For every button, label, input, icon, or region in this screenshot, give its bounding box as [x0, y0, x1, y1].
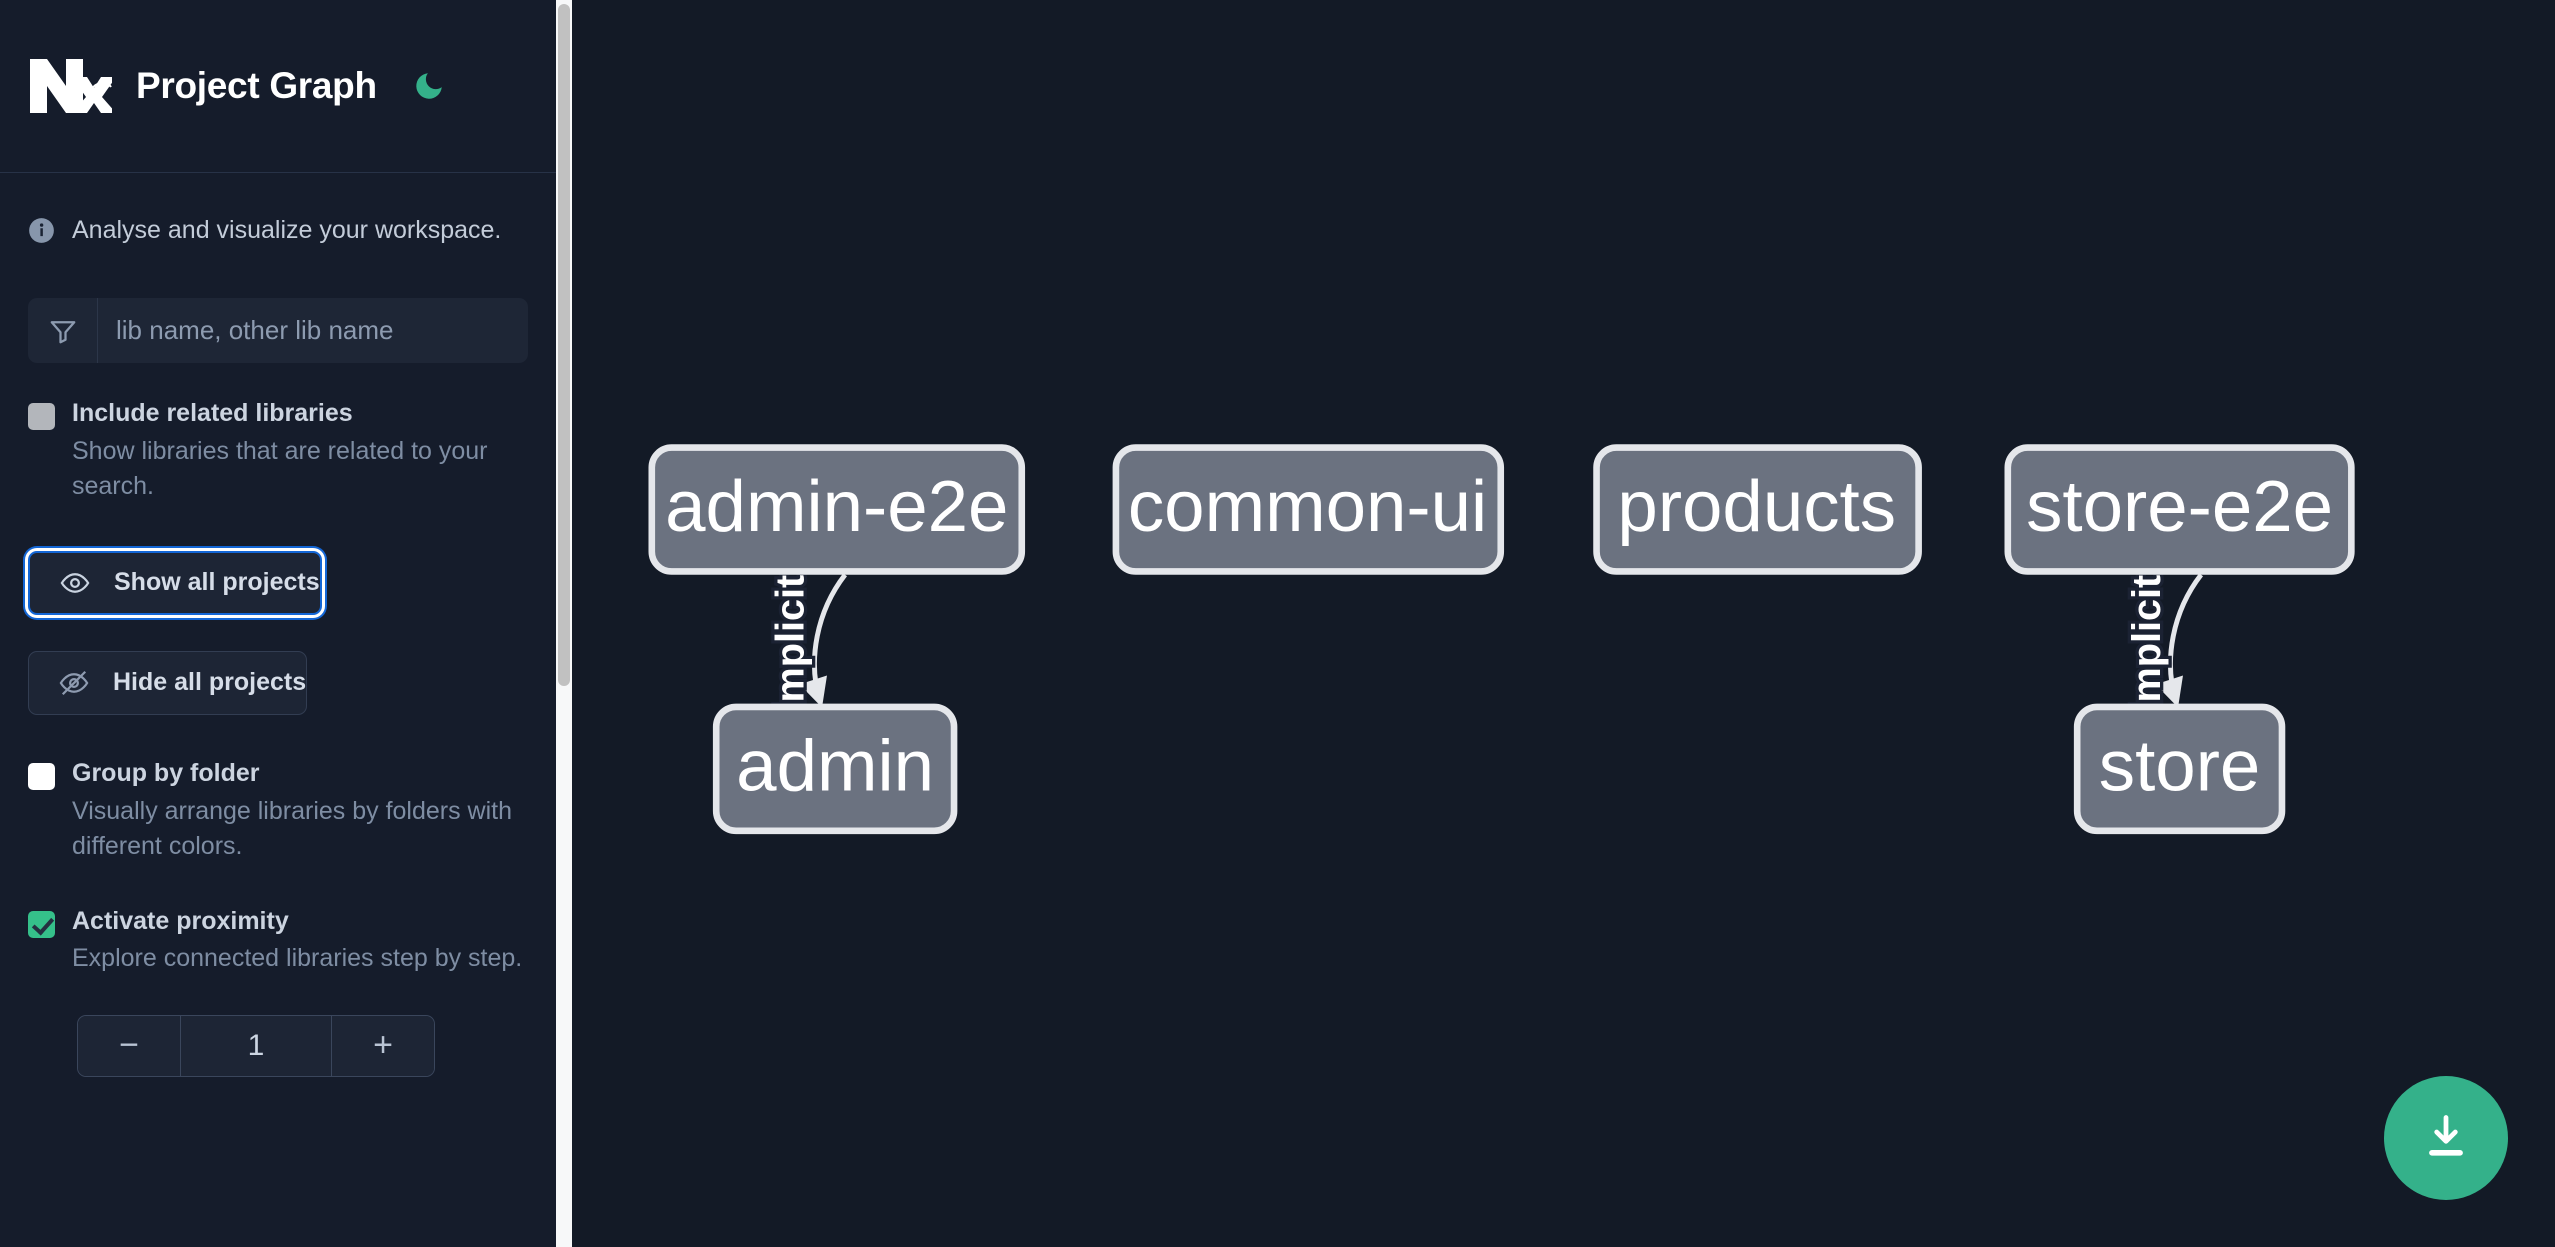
graph-node-common-ui[interactable]: common-ui [1112, 444, 1505, 575]
moon-icon[interactable] [409, 66, 449, 106]
proximity-value: 1 [247, 1028, 265, 1062]
filter-icon [28, 298, 98, 363]
sidebar-header: Project Graph [0, 0, 556, 173]
graph-node-store[interactable]: store [2073, 703, 2286, 835]
option-label: Activate proximity [72, 906, 289, 935]
download-graph-button[interactable] [2384, 1076, 2508, 1200]
search-box[interactable] [28, 298, 528, 363]
include-related-libraries-checkbox[interactable] [28, 403, 55, 430]
node-label: common-ui [1128, 466, 1487, 547]
option-label: Include related libraries [72, 399, 353, 427]
page-title: Project Graph [136, 65, 377, 106]
proximity-decrement-button[interactable]: − [78, 1015, 181, 1076]
group-by-folder-checkbox[interactable] [28, 762, 55, 790]
edge-store-e2e-to-store[interactable] [2155, 573, 2204, 708]
graph-nodes: admin-e2e common-ui products store-e2e a… [648, 444, 2355, 835]
show-all-projects-button[interactable]: Show all projects [28, 550, 322, 615]
nx-logo [28, 55, 116, 117]
workspace-info: Analyse and visualize your workspace. [28, 173, 528, 245]
eye-icon [58, 566, 92, 600]
option-description: Visually arrange libraries by folders wi… [72, 796, 513, 861]
proximity-increment-button[interactable]: + [331, 1015, 434, 1076]
option-group-by-folder[interactable]: Group by folder Visually arrange librari… [28, 757, 528, 865]
sidebar-scrollbar-thumb[interactable] [558, 4, 570, 686]
info-icon [28, 217, 55, 244]
download-icon [2420, 1111, 2472, 1166]
graph-node-admin[interactable]: admin [712, 703, 958, 835]
node-label: store-e2e [2026, 466, 2333, 547]
edge-label-implicit: implicit [769, 575, 813, 714]
option-label: Group by folder [72, 758, 260, 787]
option-activate-proximity[interactable]: Activate proximity Explore connected lib… [28, 905, 528, 977]
node-label: store [2099, 726, 2261, 807]
option-description: Show libraries that are related to your … [72, 436, 488, 501]
hide-all-projects-label: Hide all projects [113, 668, 307, 697]
proximity-stepper[interactable]: − 1 + [77, 1014, 435, 1077]
graph-node-products[interactable]: products [1593, 444, 1922, 575]
activate-proximity-checkbox[interactable] [28, 910, 55, 938]
eye-off-icon [57, 666, 91, 700]
graph-node-admin-e2e[interactable]: admin-e2e [648, 444, 1026, 575]
graph-node-store-e2e[interactable]: store-e2e [2004, 444, 2355, 575]
sidebar: Project Graph Analyse and visualize your… [0, 0, 556, 1247]
project-graph-svg[interactable]: implicit implicit admin-e2e common-ui pr… [556, 0, 2539, 1247]
node-label: admin [736, 726, 934, 807]
graph-canvas[interactable]: implicit implicit admin-e2e common-ui pr… [556, 0, 2555, 1247]
node-label: admin-e2e [665, 466, 1008, 547]
hide-all-projects-button[interactable]: Hide all projects [28, 650, 308, 715]
info-text: Analyse and visualize your workspace. [72, 216, 502, 244]
search-input[interactable] [98, 298, 528, 363]
graph-edges: implicit implicit [765, 571, 2204, 717]
node-label: products [1617, 466, 1896, 547]
edge-admin-e2e-to-admin[interactable] [799, 573, 848, 708]
show-all-projects-label: Show all projects [114, 568, 320, 597]
sidebar-body: Analyse and visualize your workspace. In… [0, 173, 556, 1077]
edge-label-implicit: implicit [2125, 575, 2169, 714]
option-description: Explore connected libraries step by step… [72, 944, 523, 973]
option-include-related-libraries[interactable]: Include related libraries Show libraries… [28, 397, 528, 505]
